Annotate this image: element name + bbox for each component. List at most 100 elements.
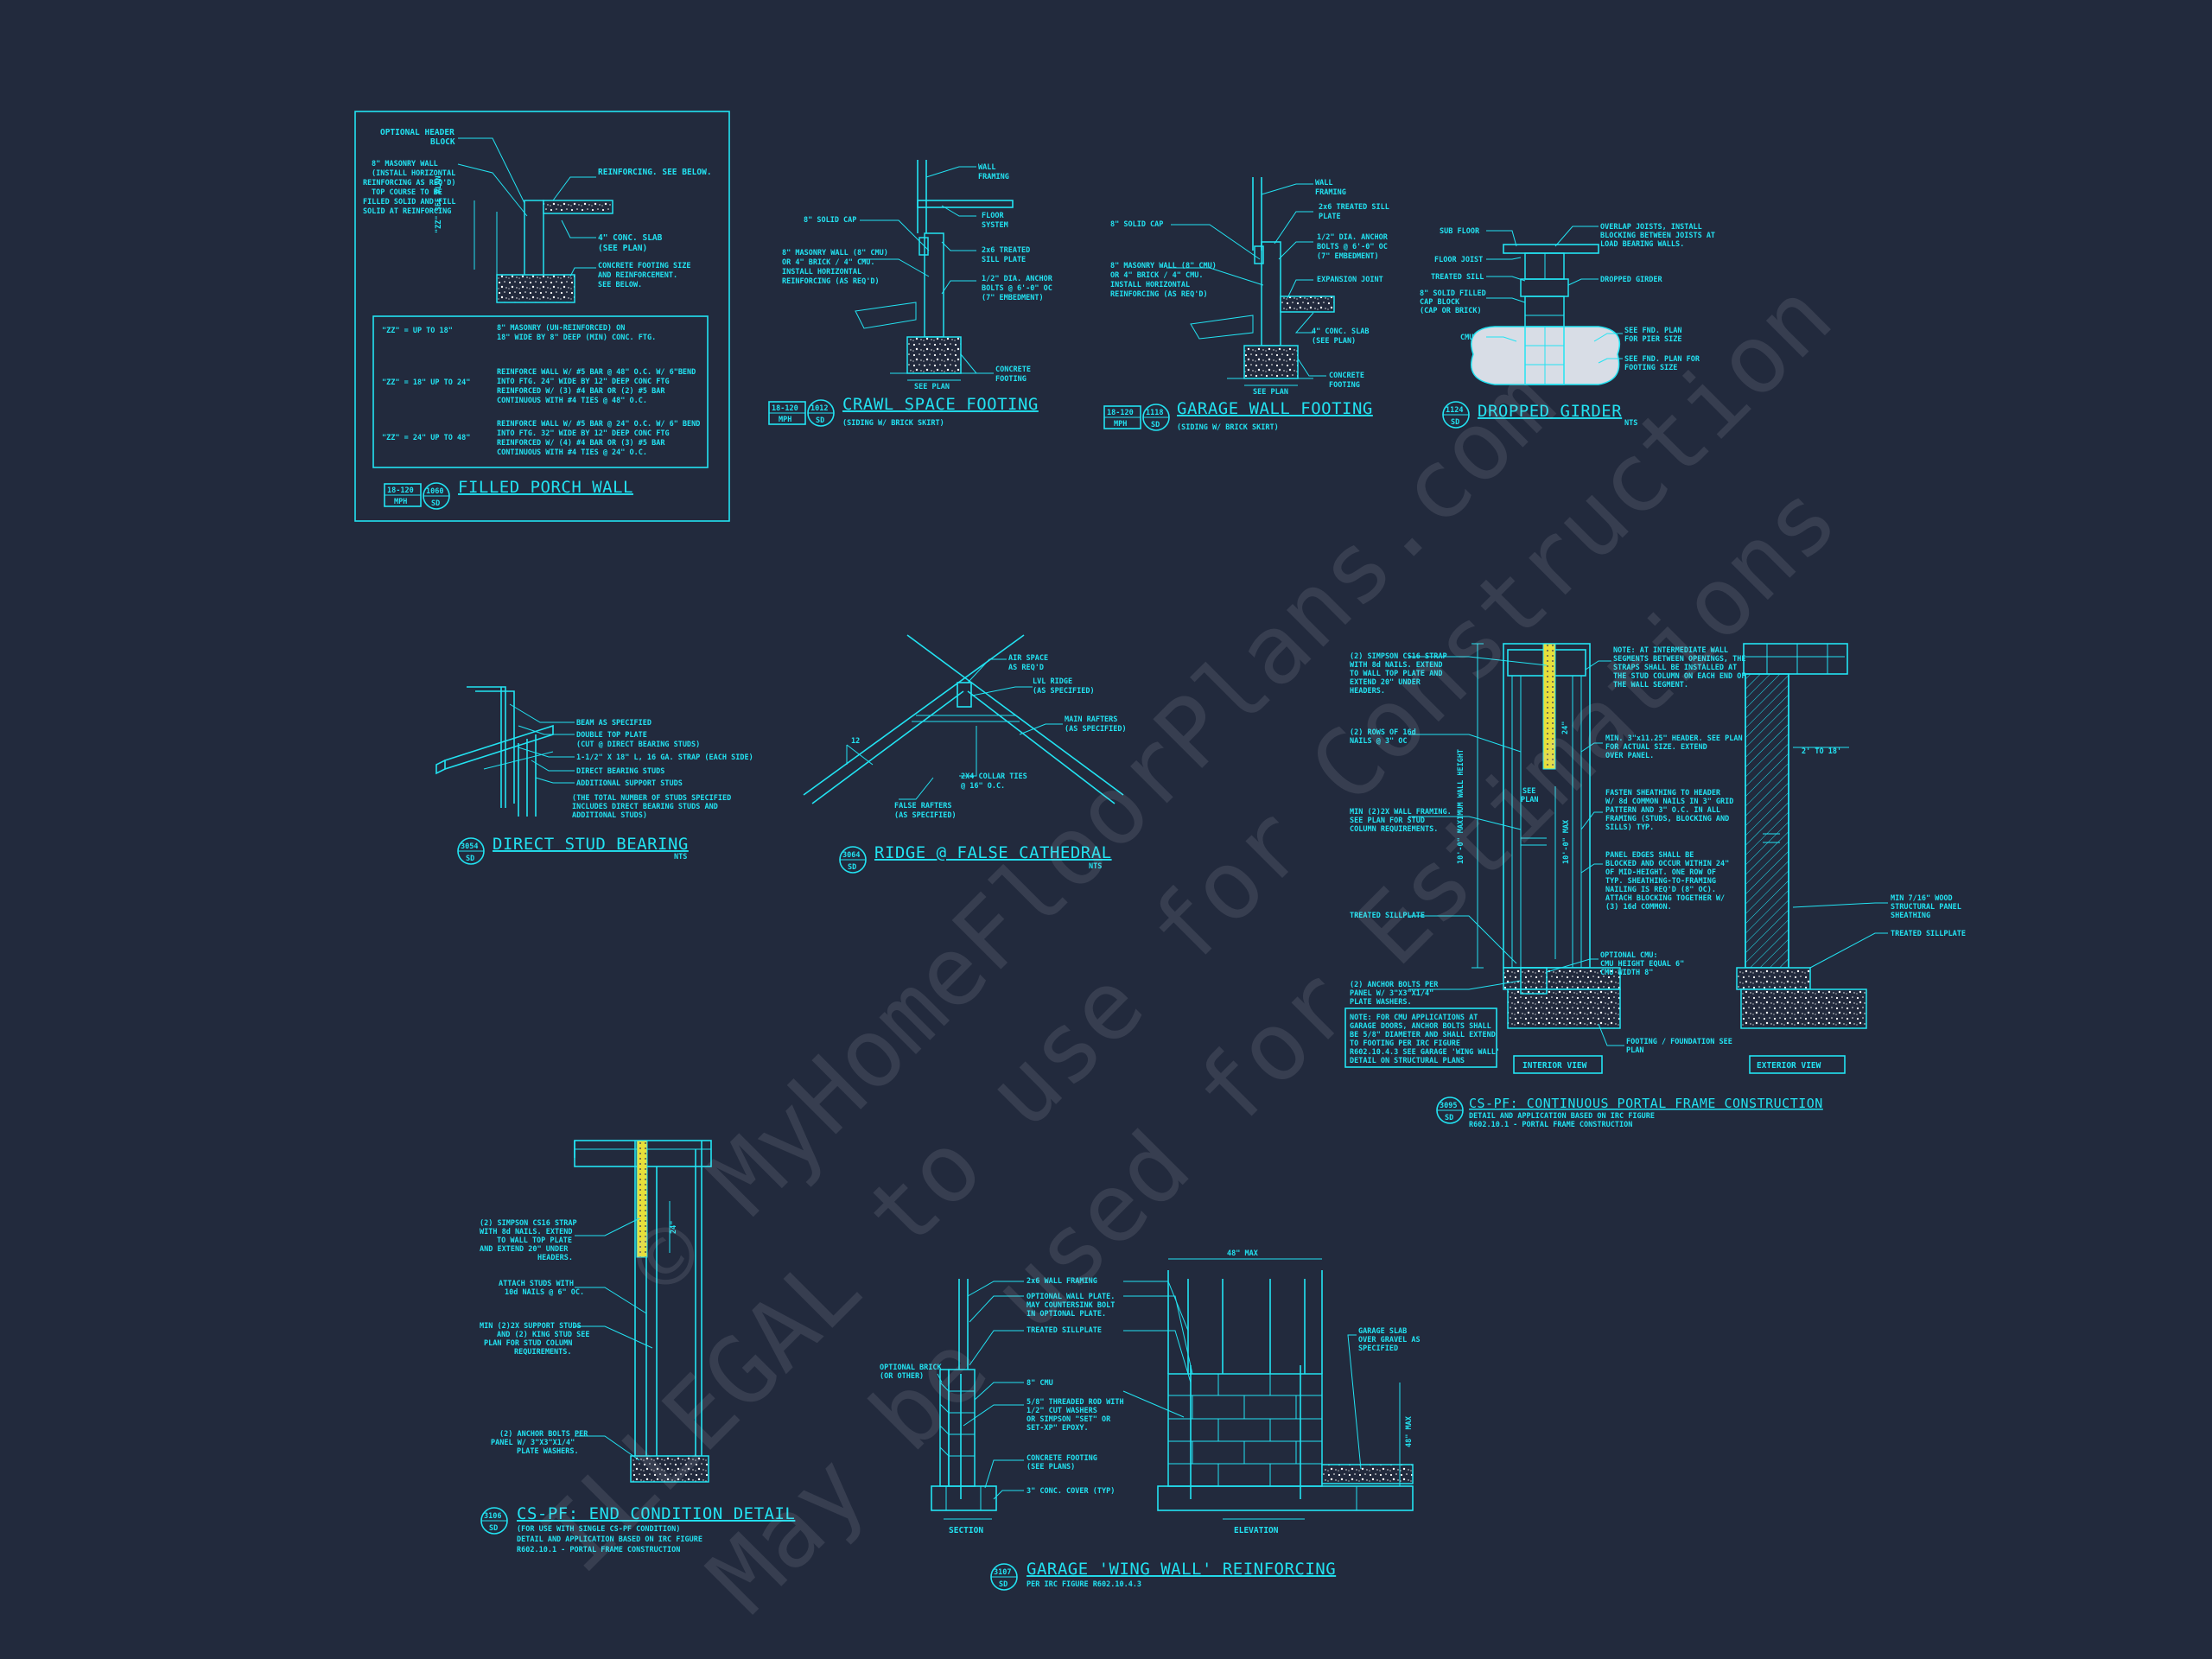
svg-text:(2) SIMPSON CS16 STRAP: (2) SIMPSON CS16 STRAP — [480, 1219, 577, 1228]
svg-text:OF MID-HEIGHT. ONE ROW OF: OF MID-HEIGHT. ONE ROW OF — [1605, 868, 1716, 877]
title-direct-stud-bearing: DIRECT STUD BEARING — [493, 835, 689, 854]
svg-text:SEE PLAN: SEE PLAN — [1253, 388, 1288, 397]
svg-text:REINFORCE WALL W/ #5 BAR @ 48": REINFORCE WALL W/ #5 BAR @ 48" O.C. W/ 6… — [497, 368, 696, 377]
portal-exterior-view-label: EXTERIOR VIEW — [1757, 1061, 1821, 1071]
svg-text:PANEL EDGES SHALL BE: PANEL EDGES SHALL BE — [1605, 851, 1694, 860]
svg-text:(AS SPECIFIED): (AS SPECIFIED) — [1033, 687, 1095, 696]
svg-text:BLOCKING BETWEEN JOISTS AT: BLOCKING BETWEEN JOISTS AT — [1600, 232, 1715, 240]
svg-text:PLATE WASHERS.: PLATE WASHERS. — [1350, 998, 1412, 1007]
svg-text:1/2" DIA. ANCHOR: 1/2" DIA. ANCHOR — [982, 275, 1053, 283]
svg-text:SD: SD — [999, 1580, 1007, 1589]
svg-text:MAY COUNTERSINK BOLT: MAY COUNTERSINK BOLT — [1027, 1301, 1115, 1310]
svg-text:WALL: WALL — [1315, 179, 1332, 188]
svg-text:SD: SD — [1151, 421, 1160, 429]
svg-text:FRAMING: FRAMING — [978, 173, 1009, 181]
svg-text:10d NAILS @ 6" OC.: 10d NAILS @ 6" OC. — [505, 1288, 584, 1297]
svg-text:SEE FND. PLAN: SEE FND. PLAN — [1624, 327, 1682, 335]
svg-text:10'-0" MAXIMUM WALL HEIGHT: 10'-0" MAXIMUM WALL HEIGHT — [1457, 749, 1465, 864]
svg-text:(SIDING W/ BRICK SKIRT): (SIDING W/ BRICK SKIRT) — [842, 419, 944, 428]
svg-text:(CAP OR BRICK): (CAP OR BRICK) — [1420, 307, 1482, 315]
svg-text:3095: 3095 — [1440, 1102, 1457, 1110]
svg-text:(7" EMBEDMENT): (7" EMBEDMENT) — [982, 294, 1044, 302]
svg-text:NTS: NTS — [674, 853, 687, 861]
svg-text:(7" EMBEDMENT): (7" EMBEDMENT) — [1317, 252, 1379, 261]
svg-text:SD: SD — [1445, 1114, 1453, 1122]
svg-text:(CUT @ DIRECT BEARING STUDS): (CUT @ DIRECT BEARING STUDS) — [576, 741, 700, 749]
svg-text:SEGMENTS BETWEEN OPENINGS, THE: SEGMENTS BETWEEN OPENINGS, THE — [1613, 655, 1746, 664]
svg-text:CONTINUOUS WITH #4 TIES @ 48": CONTINUOUS WITH #4 TIES @ 48" O.C. — [497, 397, 647, 405]
svg-text:DETAIL ON STRUCTURAL PLANS: DETAIL ON STRUCTURAL PLANS — [1350, 1057, 1465, 1065]
svg-text:48" MAX: 48" MAX — [1405, 1416, 1414, 1447]
svg-text:OVERLAP JOISTS, INSTALL: OVERLAP JOISTS, INSTALL — [1600, 223, 1702, 232]
detail-portal-frame: 10'-0" MAXIMUM WALL HEIGHT 10'-0" MAX 24… — [1344, 643, 1966, 1129]
svg-text:PLAN: PLAN — [1521, 796, 1538, 804]
svg-text:TREATED SILLPLATE: TREATED SILLPLATE — [1350, 912, 1425, 920]
end-strap — [636, 1140, 648, 1258]
svg-text:MPH: MPH — [779, 416, 791, 424]
wing-cmu-blocks — [1167, 1373, 1323, 1487]
svg-text:2x6 WALL FRAMING: 2x6 WALL FRAMING — [1027, 1277, 1097, 1286]
svg-text:18-120: 18-120 — [387, 486, 414, 495]
porch-table-key-1: "ZZ" = UP TO 18" — [382, 327, 453, 335]
svg-text:ATTACH BLOCKING TOGETHER W/: ATTACH BLOCKING TOGETHER W/ — [1605, 894, 1725, 903]
svg-text:CONCRETE FOOTING: CONCRETE FOOTING — [1027, 1454, 1097, 1463]
svg-text:CMU WIDTH 8": CMU WIDTH 8" — [1600, 969, 1653, 977]
svg-text:18" WIDE BY 8" DEEP (MIN) CONC: 18" WIDE BY 8" DEEP (MIN) CONC. FTG. — [497, 334, 656, 342]
svg-text:BLOCKED AND OCCUR WITHIN 24": BLOCKED AND OCCUR WITHIN 24" — [1605, 860, 1729, 868]
svg-text:MIN (2)2X SUPPORT STUDS: MIN (2)2X SUPPORT STUDS — [480, 1322, 582, 1331]
svg-text:PLAN FOR STUD COLUMN: PLAN FOR STUD COLUMN — [484, 1339, 572, 1348]
svg-text:MAIN RAFTERS: MAIN RAFTERS — [1065, 715, 1117, 724]
svg-text:SD: SD — [489, 1524, 498, 1533]
svg-text:SD: SD — [816, 416, 824, 425]
svg-text:FOOTING: FOOTING — [1329, 381, 1360, 390]
svg-text:1060: 1060 — [426, 487, 443, 496]
title-ridge-false-cathedral: RIDGE @ FALSE CATHEDRAL — [874, 843, 1112, 862]
svg-text:(SEE PLANS): (SEE PLANS) — [1027, 1463, 1075, 1471]
svg-text:24": 24" — [670, 1221, 678, 1234]
svg-text:BE 5/8" DIAMETER AND SHALL EXT: BE 5/8" DIAMETER AND SHALL EXTEND — [1350, 1031, 1496, 1039]
svg-text:SD: SD — [1451, 418, 1459, 427]
svg-text:THE WALL SEGMENT.: THE WALL SEGMENT. — [1613, 681, 1688, 690]
svg-text:(SIDING W/ BRICK SKIRT): (SIDING W/ BRICK SKIRT) — [1177, 423, 1279, 432]
svg-text:1-1/2" X 18" L, 16 GA. STRAP (: 1-1/2" X 18" L, 16 GA. STRAP (EACH SIDE) — [576, 753, 753, 762]
svg-text:MIN. 3"x11.25" HEADER. SEE PLA: MIN. 3"x11.25" HEADER. SEE PLAN — [1605, 734, 1743, 743]
svg-text:(2) SIMPSON CS16 STRAP: (2) SIMPSON CS16 STRAP — [1350, 652, 1447, 661]
svg-text:SEE: SEE — [1522, 787, 1535, 796]
svg-text:TO WALL TOP PLATE AND: TO WALL TOP PLATE AND — [1350, 670, 1442, 678]
svg-text:PLATE: PLATE — [1319, 213, 1341, 221]
svg-text:OVER GRAVEL AS: OVER GRAVEL AS — [1358, 1336, 1421, 1344]
svg-text:SYSTEM: SYSTEM — [982, 221, 1008, 230]
svg-text:REINFORCING AS REQ'D): REINFORCING AS REQ'D) — [363, 179, 455, 188]
svg-text:1/2" CUT WASHERS: 1/2" CUT WASHERS — [1027, 1407, 1097, 1415]
svg-text:3" CONC. COVER (TYP): 3" CONC. COVER (TYP) — [1027, 1487, 1115, 1496]
svg-text:R602.10.4.3 SEE GARAGE 'WING W: R602.10.4.3 SEE GARAGE 'WING WALL' — [1350, 1048, 1500, 1057]
svg-text:TREATED SILL: TREATED SILL — [1431, 273, 1484, 282]
svg-text:WITH 8d NAILS. EXTEND: WITH 8d NAILS. EXTEND — [480, 1228, 572, 1236]
svg-text:SD: SD — [848, 863, 856, 872]
svg-text:INSTALL HORIZONTAL: INSTALL HORIZONTAL — [1110, 281, 1190, 289]
svg-text:PLATE WASHERS.: PLATE WASHERS. — [517, 1447, 579, 1456]
svg-text:MIN (2)2X WALL FRAMING.: MIN (2)2X WALL FRAMING. — [1350, 808, 1452, 817]
detail-garage-wall-footing: SEE PLAN WALL FRAMING 8" SOLID CAP 2x6 T… — [1103, 177, 1389, 432]
svg-text:TYP. SHEATHING-TO-FRAMING: TYP. SHEATHING-TO-FRAMING — [1605, 877, 1716, 886]
detail-direct-stud-bearing: BEAM AS SPECIFIED DOUBLE TOP PLATE (CUT … — [435, 686, 753, 865]
svg-text:8" MASONRY WALL (8" CMU): 8" MASONRY WALL (8" CMU) — [782, 249, 888, 257]
svg-text:MPH: MPH — [1114, 420, 1127, 429]
detail-filled-porch-wall: "ZZ" SEE PLAN OPTIONAL HEADER BLOCK 8" M… — [354, 111, 730, 522]
title-garage-wall-footing: GARAGE WALL FOOTING — [1177, 399, 1373, 418]
svg-text:GARAGE SLAB: GARAGE SLAB — [1358, 1327, 1407, 1336]
svg-text:STRAPS SHALL BE INSTALLED AT: STRAPS SHALL BE INSTALLED AT — [1613, 664, 1737, 672]
svg-text:PANEL W/ 3"X3"X1/4": PANEL W/ 3"X3"X1/4" — [491, 1439, 575, 1447]
svg-text:"ZZ" SEE PLAN: "ZZ" SEE PLAN — [435, 175, 443, 233]
svg-text:2X4 COLLAR TIES: 2X4 COLLAR TIES — [961, 772, 1027, 781]
svg-text:1012: 1012 — [810, 404, 828, 413]
svg-text:REINFORCE WALL W/ #5 BAR @ 24": REINFORCE WALL W/ #5 BAR @ 24" O.C. W/ 6… — [497, 420, 700, 429]
svg-text:WALL: WALL — [978, 163, 995, 172]
svg-text:AND EXTEND 20" UNDER: AND EXTEND 20" UNDER — [480, 1245, 569, 1254]
svg-text:FOOTING: FOOTING — [995, 375, 1027, 384]
svg-text:3054: 3054 — [461, 842, 478, 851]
svg-text:(2) ROWS OF 16d: (2) ROWS OF 16d — [1350, 728, 1416, 737]
svg-text:R602.10.1 - PORTAL FRAME CONST: R602.10.1 - PORTAL FRAME CONSTRUCTION — [1469, 1121, 1632, 1129]
svg-text:BOLTS @ 6'-0" OC: BOLTS @ 6'-0" OC — [982, 284, 1052, 293]
